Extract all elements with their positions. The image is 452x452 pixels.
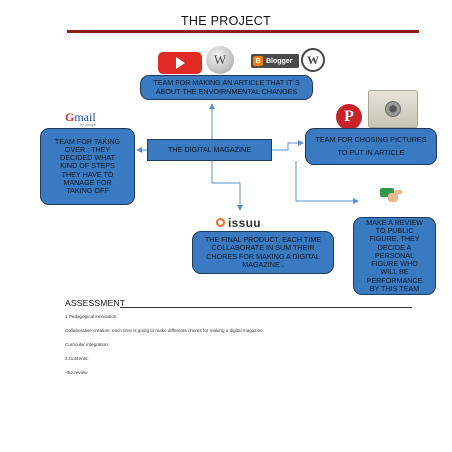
box-takeover-team: TEAM FOR TAKING OVER ; THEY DECIDED WHAT… (40, 128, 135, 205)
assessment-line-4: 2.Contents: (65, 356, 89, 361)
assessment-line-3: Curricular integration: (65, 342, 109, 347)
pictures-team-line2: TO PUT IN ARTICLE (337, 148, 405, 157)
arrow-to-review (295, 161, 359, 204)
box-article-team: TEAM FOR MAKING AN ARTICLE THAT IT´S ABO… (140, 75, 313, 100)
box-pictures-team: TEAM FOR CHOSING PICTURES TO PUT IN ARTI… (305, 128, 437, 165)
hand-pointing-icon (380, 188, 402, 202)
assessment-line-2: Collaborative creation: each time is goi… (65, 328, 265, 333)
pictures-team-line1: TEAM FOR CHOSING PICTURES (315, 134, 427, 144)
assessment-rule (120, 307, 412, 308)
camera-icon (368, 90, 418, 128)
issuu-icon: issuu (216, 215, 276, 230)
box-review: MAKE A REVIEW TO PUBLIC FIGURE, THEY DEC… (353, 217, 436, 295)
youtube-icon (158, 52, 202, 74)
pinterest-icon: P (336, 104, 362, 130)
page-title: THE PROJECT (180, 14, 272, 28)
arrow-to-final-product (211, 161, 243, 211)
assessment-heading: ASSESSMENT (65, 298, 126, 308)
assessment-line-1: 1.Pedagogical innovation: (65, 314, 118, 319)
gmail-g: G (65, 109, 75, 124)
gmail-label: mail (74, 109, 96, 124)
box-digital-magazine: THE DIGITAL MAGAZINE (147, 139, 272, 161)
gmail-subcaption: by Google (80, 123, 96, 127)
blogger-label: Blogger (266, 57, 293, 65)
box-final-product: THE FINAL PRODUCT, EACH TIME COLLABORATE… (192, 231, 334, 274)
issuu-label: issuu (228, 215, 261, 230)
assessment-line-5: -the review (65, 370, 88, 375)
wikipedia-icon: W (206, 46, 234, 74)
title-underline (67, 30, 419, 33)
wordpress-icon: W (301, 48, 325, 72)
arrow-to-right-team (272, 140, 304, 151)
